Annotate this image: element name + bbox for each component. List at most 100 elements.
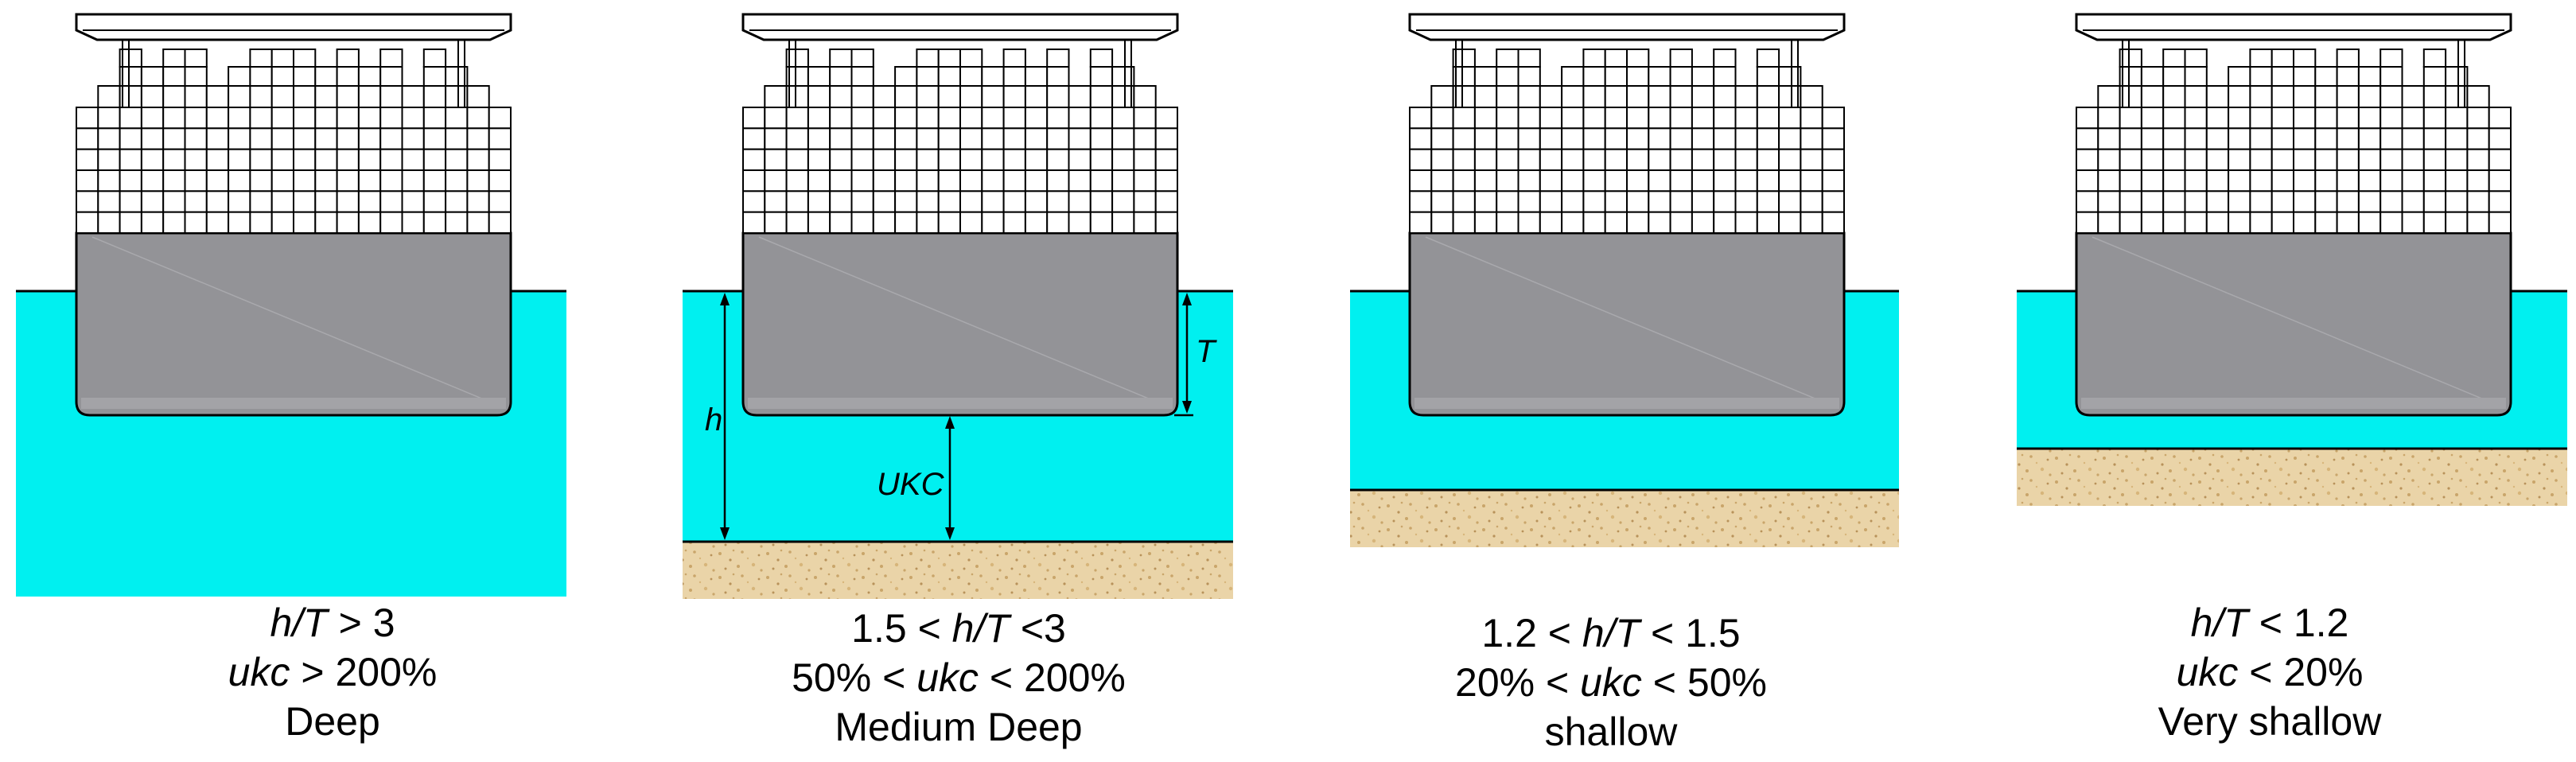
- container-cell: [119, 127, 142, 150]
- container-cell: [2379, 211, 2403, 234]
- container-cell: [829, 169, 853, 192]
- container-cell: [1430, 107, 1454, 130]
- container-cell: [2488, 148, 2512, 172]
- container-cell: [959, 190, 983, 213]
- container-cell: [162, 66, 186, 87]
- container-cell: [2140, 148, 2165, 172]
- container-cell: [1626, 169, 1650, 192]
- container-cell: [97, 127, 121, 150]
- container-cell: [1496, 148, 1520, 172]
- container-cell: [228, 169, 251, 192]
- container-cell: [401, 211, 425, 234]
- container-cell: [1002, 66, 1026, 87]
- container-cell: [742, 107, 766, 130]
- container-cell: [357, 107, 382, 130]
- container-cell: [1046, 127, 1070, 150]
- label-ukc: UKC: [877, 467, 945, 502]
- container-cell: [2293, 49, 2317, 68]
- caption-shallow: 1.2 < h/T < 1.5 20% < ukc < 50% shallow: [1293, 608, 1929, 756]
- container-cell: [2401, 85, 2425, 108]
- container-cell: [357, 169, 382, 192]
- container-cell: [1154, 211, 1179, 234]
- container-cell: [249, 127, 273, 150]
- container-cell: [97, 85, 121, 108]
- container-cell: [2228, 107, 2251, 130]
- upper-container-tiers: [1430, 49, 1823, 108]
- container-cell: [2293, 107, 2317, 130]
- container-cell: [1089, 49, 1114, 68]
- container-cell: [2097, 107, 2121, 130]
- container-cell: [2445, 190, 2469, 213]
- container-cell: [445, 107, 469, 130]
- container-cell: [829, 127, 853, 150]
- container-cell: [894, 211, 918, 234]
- container-cell: [1089, 66, 1114, 87]
- container-cell: [2162, 127, 2186, 150]
- label-h: h: [705, 402, 722, 437]
- container-cell: [1517, 148, 1541, 172]
- container-cell: [119, 169, 142, 192]
- container-cell: [1409, 169, 1433, 192]
- container-cell: [1561, 107, 1585, 130]
- depth-dimension-h: h: [705, 293, 730, 540]
- hull-shading-line: [91, 236, 504, 408]
- container-cell: [1002, 127, 1026, 150]
- seabed: [1350, 490, 1899, 547]
- container-cell: [2488, 127, 2512, 150]
- container-cell: [379, 190, 403, 213]
- container-cell: [466, 190, 490, 213]
- container-cell: [2379, 107, 2403, 130]
- container-cell: [1821, 127, 1846, 150]
- container-cell: [2097, 127, 2121, 150]
- container-cell: [249, 66, 273, 87]
- container-cell: [2293, 85, 2317, 108]
- container-cell: [314, 85, 338, 108]
- container-cell: [379, 107, 403, 130]
- container-cell: [140, 211, 165, 234]
- container-cell: [466, 148, 490, 172]
- container-cell: [1089, 127, 1114, 150]
- container-cell: [1561, 66, 1585, 87]
- container-cell: [764, 107, 788, 130]
- container-cell: [1821, 190, 1846, 213]
- container-cell: [1517, 169, 1541, 192]
- container-cell: [1691, 148, 1715, 172]
- container-cell: [488, 148, 512, 172]
- container-cell: [1133, 211, 1157, 234]
- container-cell: [764, 211, 788, 234]
- container-cell: [1821, 211, 1846, 234]
- container-cell: [1778, 127, 1802, 150]
- container-cell: [140, 169, 165, 192]
- container-cell: [76, 107, 99, 130]
- container-cell: [1496, 169, 1520, 192]
- container-cell: [1517, 211, 1541, 234]
- container-cell: [1539, 85, 1563, 108]
- container-cell: [401, 169, 425, 192]
- container-cell: [1648, 66, 1671, 87]
- container-cell: [2184, 211, 2208, 234]
- container-cell: [1800, 190, 1823, 213]
- container-cell: [314, 107, 338, 130]
- container-cell: [894, 148, 918, 172]
- container-cell: [2488, 190, 2512, 213]
- container-cell: [1409, 148, 1433, 172]
- container-cell: [937, 66, 961, 87]
- container-cell: [76, 148, 99, 172]
- container-cell: [119, 211, 142, 234]
- container-cell: [1756, 190, 1780, 213]
- container-cell: [1517, 190, 1541, 213]
- container-cell: [314, 190, 338, 213]
- hull-keel-shading: [1414, 398, 1839, 409]
- container-cell: [1626, 107, 1650, 130]
- container-cell: [2314, 127, 2338, 150]
- container-cell: [1561, 85, 1585, 108]
- container-cell: [2422, 190, 2447, 213]
- container-cell: [445, 127, 469, 150]
- container-cell: [270, 49, 294, 68]
- caption-line-ratio: 1.2 < h/T < 1.5: [1481, 611, 1741, 655]
- container-cell: [1068, 127, 1091, 150]
- container-cell: [850, 148, 874, 172]
- container-cell: [2379, 169, 2403, 192]
- container-cell: [1734, 127, 1758, 150]
- container-cell: [2271, 107, 2294, 130]
